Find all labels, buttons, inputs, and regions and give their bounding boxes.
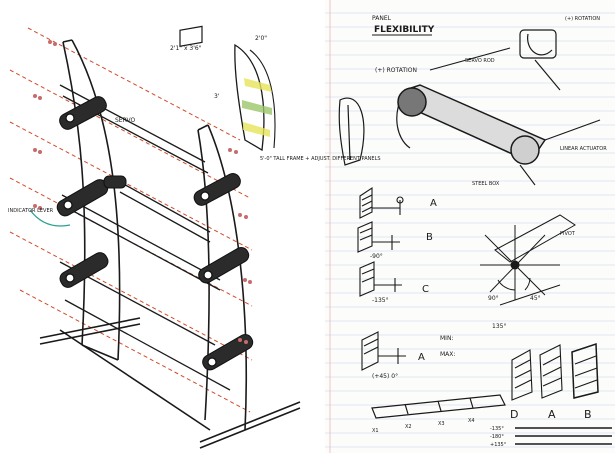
panel-detail-sketch: 2'1" x 3'6" 2'0" 3' 5'-0" TALL FRAME + A… bbox=[170, 25, 381, 162]
seq-letter-b: B bbox=[584, 408, 592, 421]
front-rib bbox=[62, 39, 121, 361]
row-a2-angle: (+45) 0° bbox=[372, 373, 398, 380]
bolt-clusters bbox=[33, 40, 252, 344]
servo-rod-label: SERVO ROD bbox=[465, 58, 495, 64]
ruled-lines bbox=[325, 0, 615, 453]
servo-hubs bbox=[63, 113, 217, 367]
row-c-angle: -135° bbox=[372, 297, 389, 304]
panel-height-label: 3' bbox=[214, 93, 220, 100]
row-a-letter: A bbox=[430, 198, 437, 209]
angle-legend bbox=[515, 427, 612, 445]
actuator-label: LINEAR ACTUATOR bbox=[560, 146, 607, 152]
axis-mark-4: X4 bbox=[468, 418, 475, 424]
panel-size-label: 2'1" x 3'6" bbox=[170, 45, 202, 52]
left-sketch-page bbox=[0, 0, 325, 453]
curved-panel-sketch bbox=[338, 97, 365, 166]
angle-90: 90° bbox=[488, 295, 499, 302]
panel-row-c bbox=[359, 261, 402, 297]
panel-rows: A -90° B -135° C (+45) 0° A bbox=[357, 186, 437, 380]
rotation-mechanism: (+) ROTATION SERVO ROD LINEAR ACTUATOR S… bbox=[375, 47, 607, 187]
axis-mark-1: X1 bbox=[372, 428, 379, 434]
steel-box-label: STEEL BOX bbox=[472, 181, 500, 187]
row-b-angle: -90° bbox=[370, 253, 383, 260]
pivot-label: PIVOT bbox=[560, 231, 576, 237]
rotation-arc bbox=[29, 209, 71, 227]
stack-note: 5'-0" TALL FRAME + ADJUST. DIFFERENT PAN… bbox=[260, 156, 381, 162]
panel-row-a bbox=[359, 186, 404, 219]
axis-mark-2: X2 bbox=[405, 424, 412, 430]
angle-45: 45° bbox=[530, 295, 541, 302]
angle-135: 135° bbox=[492, 323, 506, 330]
page-title: FLEXIBILITY bbox=[374, 25, 435, 35]
rotation-label: (+) ROTATION bbox=[375, 67, 417, 74]
legend-item-1: -135° bbox=[490, 426, 504, 432]
seq-letter-a: A bbox=[548, 408, 556, 421]
angle-diagram bbox=[480, 214, 576, 306]
legend-item-3: +135° bbox=[490, 442, 507, 448]
max-label: MAX: bbox=[440, 351, 455, 358]
row-b-letter: B bbox=[426, 232, 433, 243]
panel-sequence bbox=[511, 342, 599, 401]
row-c-letter: C bbox=[422, 284, 429, 295]
servo-label: SERVO bbox=[115, 117, 135, 124]
indicator-label: INDICATOR LEVER bbox=[8, 208, 54, 214]
corner-box-sketch bbox=[519, 29, 561, 91]
min-label: MIN: bbox=[440, 335, 453, 342]
bottom-track bbox=[371, 394, 506, 419]
connecting-rods bbox=[59, 84, 231, 391]
axis-mark-3: X3 bbox=[438, 421, 445, 427]
panel-row-b bbox=[357, 221, 400, 253]
row-a2-letter: A bbox=[418, 352, 425, 363]
seq-letter-d: D bbox=[510, 408, 518, 421]
legend-item-2: -180° bbox=[490, 434, 504, 440]
panel-row-a2 bbox=[361, 331, 406, 371]
title-top: PANEL bbox=[372, 15, 392, 22]
frame-size-label: 2'0" bbox=[255, 35, 267, 42]
corner-note: (+) ROTATION bbox=[565, 16, 600, 22]
base-feet bbox=[39, 317, 301, 449]
